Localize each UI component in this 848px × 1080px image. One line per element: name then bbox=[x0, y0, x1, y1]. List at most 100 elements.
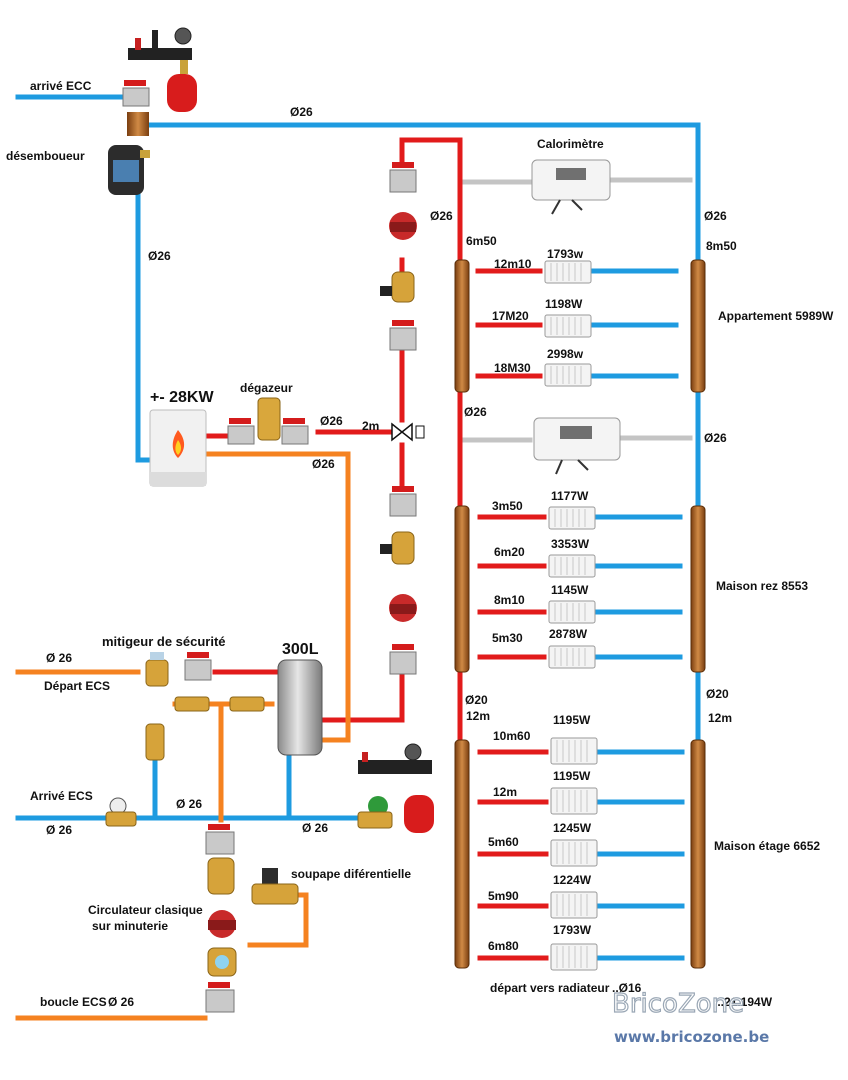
label-depart-radiateurs: départ vers radiateur bbox=[490, 981, 610, 995]
radiator-c3 bbox=[550, 839, 598, 867]
label-depart-ecs: Départ ECS bbox=[44, 679, 110, 693]
label-degazeur: dégazeur bbox=[240, 381, 293, 395]
radiator-c2 bbox=[550, 787, 598, 815]
manifold-a-return bbox=[690, 259, 706, 393]
dia-boiler-orange: Ø26 bbox=[312, 457, 335, 471]
pump-z2-icon bbox=[389, 594, 417, 622]
dia-radiator-feed: ..Ø16 bbox=[612, 981, 642, 995]
pipe-boiler-return bbox=[202, 451, 351, 743]
rad-length: 5m60 bbox=[488, 835, 519, 849]
dia-depart-ecs: Ø 26 bbox=[46, 651, 72, 665]
dia-right-top: Ø26 bbox=[704, 209, 727, 223]
dia-lower-right: Ø20 bbox=[706, 687, 729, 701]
label-tank: 300L bbox=[282, 641, 319, 658]
water-meter-icon bbox=[207, 947, 237, 977]
safety-group-icon bbox=[145, 723, 165, 761]
radiator-b4 bbox=[548, 645, 596, 669]
gauge-icon bbox=[174, 27, 192, 45]
bracket-icon bbox=[128, 48, 192, 60]
radiator-c1 bbox=[550, 737, 598, 765]
grey-pipes bbox=[462, 177, 693, 443]
label-len-2m: 2m bbox=[362, 419, 379, 433]
pump-z1-icon bbox=[389, 212, 417, 240]
diff-valve-icon bbox=[251, 868, 299, 905]
rad-power: 1195W bbox=[553, 769, 591, 783]
label-circulateur-2: sur minuterie bbox=[92, 919, 168, 933]
check-valve-z2 bbox=[380, 531, 415, 565]
rad-length: 12m10 bbox=[494, 257, 532, 271]
label-mitigeur: mitigeur de sécurité bbox=[102, 634, 226, 649]
label-circulateur-1: Circulateur clasique bbox=[88, 903, 203, 917]
pipe-left-return bbox=[135, 192, 155, 463]
pipe-bypass bbox=[247, 892, 309, 948]
tee-fittings-icon bbox=[174, 696, 265, 712]
manifold-c-supply bbox=[454, 739, 470, 969]
expansion-set-bottom bbox=[357, 743, 434, 833]
calorimeter-1-icon bbox=[531, 159, 611, 215]
rad-length: 5m30 bbox=[492, 631, 523, 645]
manifold-b-supply bbox=[454, 505, 470, 673]
label-len-12m-right: 12m bbox=[708, 711, 732, 725]
rad-power: 1793W bbox=[553, 923, 592, 937]
rad-power: 1145W bbox=[551, 583, 589, 597]
check-valve-z1 bbox=[380, 271, 415, 303]
fitting-icon bbox=[127, 112, 149, 136]
ball-valve-recirc bbox=[205, 824, 235, 855]
rad-length: 10m60 bbox=[493, 729, 531, 743]
radiator-a2 bbox=[544, 314, 592, 338]
expansion-vessel-icon bbox=[167, 74, 197, 112]
mixer-icon bbox=[145, 652, 169, 687]
dia-boiler-out: Ø26 bbox=[320, 414, 343, 428]
radiator-b3 bbox=[548, 600, 596, 624]
rad-power: 1793w bbox=[547, 247, 584, 261]
dia-middle-left: Ø26 bbox=[464, 405, 487, 419]
ball-valve-z1b bbox=[389, 320, 417, 351]
pipe-top-return bbox=[147, 122, 701, 265]
blue-pipes bbox=[15, 94, 701, 961]
label-boucle-ecs: boucle ECS bbox=[40, 995, 107, 1009]
rad-power: 1224W bbox=[553, 873, 592, 887]
rad-power: 1195W bbox=[553, 713, 591, 727]
expansion-set-top bbox=[128, 27, 197, 112]
tap-icon bbox=[368, 796, 388, 816]
desemboueur-icon bbox=[108, 145, 150, 195]
radiator-c4 bbox=[550, 891, 598, 919]
radiator-b1 bbox=[548, 506, 596, 530]
pressure-reducer-icon bbox=[105, 797, 137, 827]
rad-length: 5m90 bbox=[488, 889, 519, 903]
label-arrive-ecc: arrivé ECC bbox=[30, 79, 92, 93]
dia-pump-right: Ø26 bbox=[430, 209, 453, 223]
dia-left-vertical: Ø26 bbox=[148, 249, 171, 263]
dia-top-main: Ø26 bbox=[290, 105, 313, 119]
pipes bbox=[15, 94, 701, 1021]
dia-cold-mid: Ø 26 bbox=[176, 797, 202, 811]
check-valve-recirc bbox=[207, 857, 235, 895]
rad-length: 17M20 bbox=[492, 309, 529, 323]
radiator-c5 bbox=[550, 943, 598, 971]
radiator-a1 bbox=[544, 260, 592, 284]
watermark: BricoZone www.bricozone.be bbox=[611, 988, 769, 1046]
dia-cold-right: Ø 26 bbox=[302, 821, 328, 835]
mixing-valve-icon bbox=[391, 422, 425, 442]
ball-valve-z2 bbox=[389, 486, 417, 517]
label-len-8m50: 8m50 bbox=[706, 239, 737, 253]
manifold-c-return bbox=[690, 739, 706, 969]
rad-power: 1245W bbox=[553, 821, 592, 835]
ball-valve-z1 bbox=[389, 162, 417, 193]
zone-name-a: Appartement 5989W bbox=[718, 309, 834, 323]
manifold-b-return bbox=[690, 505, 706, 673]
dia-boucle: Ø 26 bbox=[108, 995, 134, 1009]
manifolds bbox=[454, 259, 706, 969]
rad-length: 6m80 bbox=[488, 939, 519, 953]
label-calorimetre: Calorimètre bbox=[537, 137, 604, 151]
zone-name-c: Maison étage 6652 bbox=[714, 839, 820, 853]
dia-arrive-ecs: Ø 26 bbox=[46, 823, 72, 837]
pipe-zone1-supply bbox=[399, 137, 463, 265]
ball-valve-boucle bbox=[205, 982, 235, 1013]
rad-power: 1198W bbox=[545, 297, 583, 311]
ball-valve-z2b bbox=[389, 644, 417, 675]
ball-valve-mixer bbox=[184, 652, 212, 681]
rad-length: 3m50 bbox=[492, 499, 523, 513]
boiler-icon bbox=[149, 409, 207, 487]
